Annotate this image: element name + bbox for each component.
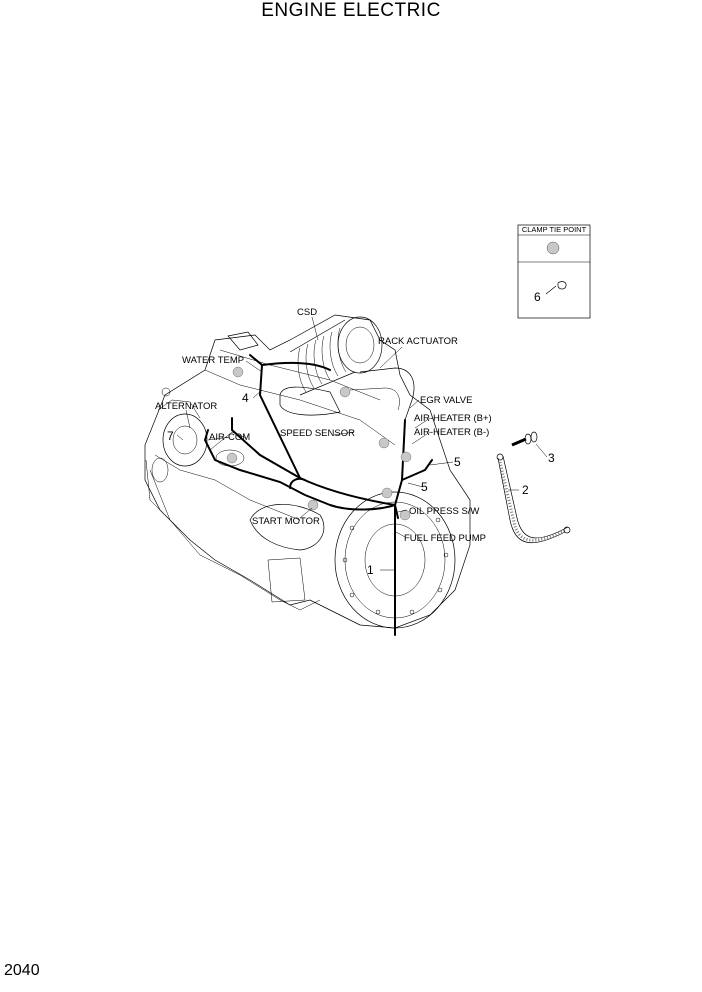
label-speed-sensor: SPEED SENSOR	[280, 428, 355, 439]
page-number: 2040	[4, 962, 40, 979]
legend-item-number: 6	[534, 290, 541, 304]
callout-1: 1	[367, 563, 374, 577]
label-water-temp: WATER TEMP	[182, 355, 244, 366]
label-csd: CSD	[297, 307, 317, 318]
label-alternator: ALTERNATOR	[155, 401, 217, 412]
clamp-tie-point-symbol	[546, 241, 560, 255]
csd-intake-pipe	[289, 316, 383, 396]
callout-5-upper: 5	[454, 455, 461, 469]
bolt-part	[511, 431, 538, 447]
label-start-motor: START MOTOR	[252, 516, 320, 527]
label-fuel-feed-pump: FUEL FEED PUMP	[404, 533, 486, 544]
callout-4: 4	[242, 391, 249, 405]
wiring-harness	[203, 354, 433, 636]
alternator-body	[157, 387, 208, 467]
label-oil-press-sw: OIL PRESS S/W	[409, 506, 479, 517]
callout-2: 2	[522, 483, 529, 497]
label-rack-actuator: RACK ACTUATOR	[378, 336, 458, 347]
leader-lines	[176, 316, 548, 571]
start-motor-body	[249, 504, 325, 551]
label-air-com: AIR-COM	[209, 432, 250, 443]
clamp-tie-icon	[545, 281, 567, 295]
clamp-tie-points	[226, 366, 412, 521]
callout-3: 3	[548, 451, 555, 465]
engine-body	[144, 314, 471, 629]
label-air-heater-bplus: AIR-HEATER (B+)	[414, 413, 492, 424]
callout-5-lower: 5	[421, 480, 428, 494]
label-air-heater-bminus: AIR-HEATER (B-)	[414, 427, 489, 438]
label-egr-valve: EGR VALVE	[420, 395, 472, 406]
ground-strap	[496, 453, 571, 543]
legend-title: CLAMP TIE POINT	[522, 225, 587, 234]
clamp-tie-point-legend: CLAMP TIE POINT 6	[517, 224, 591, 319]
page-title: ENGINE ELECTRIC	[261, 0, 441, 21]
callout-7: 7	[167, 429, 174, 443]
